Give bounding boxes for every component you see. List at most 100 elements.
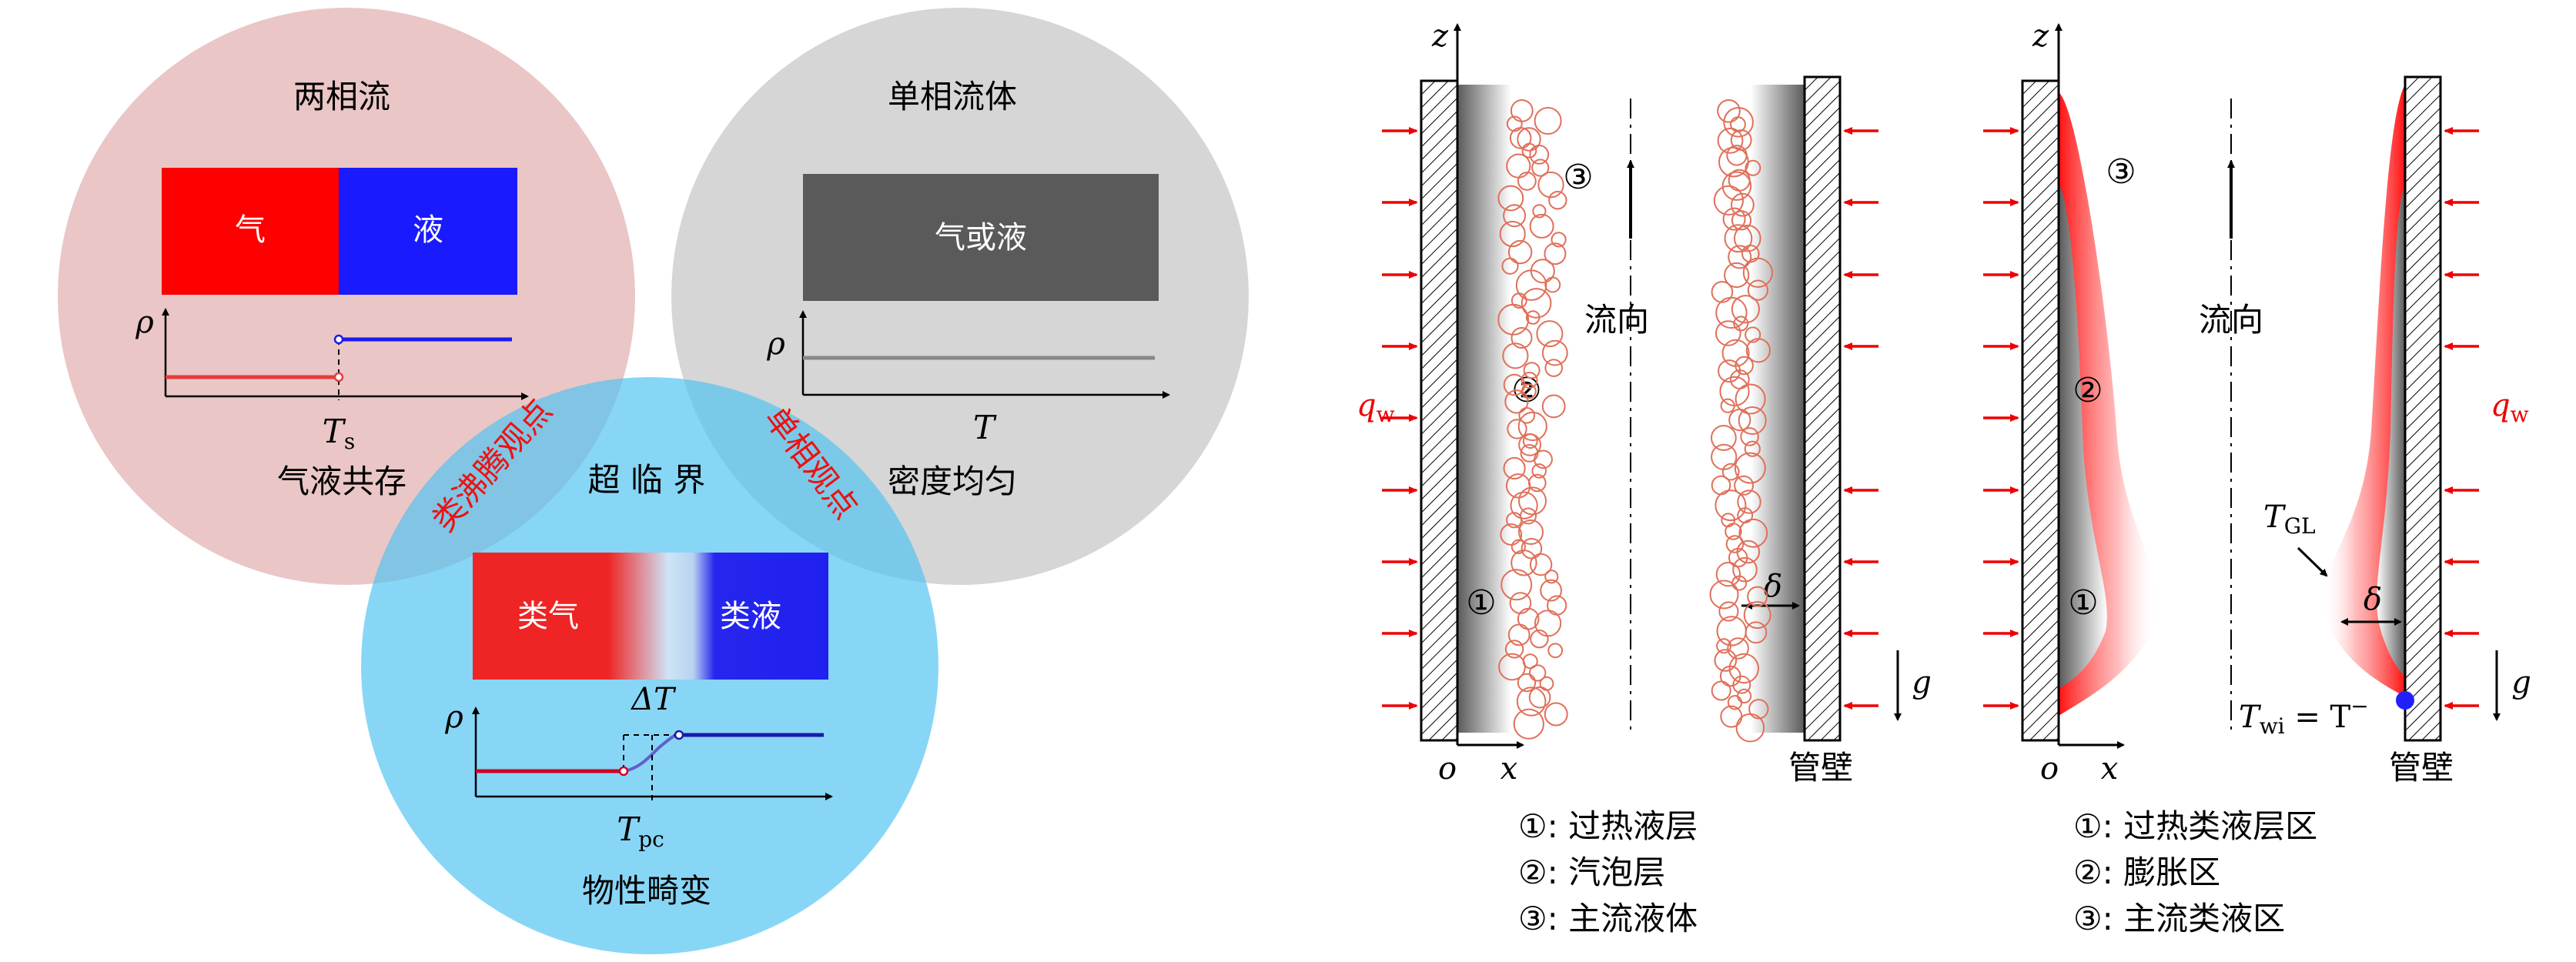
sub-wall-label: 管壁	[1788, 749, 1853, 787]
sc-marker-1: ①	[2068, 583, 2098, 623]
bubble	[1507, 239, 1533, 265]
sc-twi-point	[2396, 691, 2414, 710]
bubble	[1517, 411, 1547, 442]
bubble	[1720, 705, 1743, 728]
bubble	[1728, 245, 1752, 269]
sc-flow-label: 流向	[2199, 301, 2263, 339]
bubble	[1735, 713, 1765, 743]
bubble	[1709, 580, 1739, 610]
sc-heat-flux-label: qw	[2491, 388, 2529, 427]
bubble	[1500, 569, 1533, 601]
bubble	[1507, 623, 1531, 646]
bubble	[1518, 433, 1541, 456]
two-phase-caption: 气液共存	[277, 463, 406, 500]
bubble	[1731, 295, 1760, 324]
gas-block	[162, 168, 339, 295]
bubble	[1510, 292, 1527, 309]
bubble	[1717, 99, 1741, 123]
supercritical-caption: 物性畸变	[582, 872, 711, 910]
bubble	[1744, 440, 1761, 457]
fluid-block	[803, 174, 1159, 301]
sc-marker-3: ③	[2106, 152, 2136, 192]
bubble	[1735, 383, 1766, 415]
single-phase-density-plot: ρ T	[766, 310, 1170, 446]
sc-wall-label: 管壁	[2389, 749, 2454, 787]
bubble	[1711, 475, 1731, 496]
bubble	[1521, 372, 1538, 389]
sub-legend-1: ①: 过热液层	[1518, 807, 1698, 845]
left-gray-layer	[2059, 185, 2107, 689]
bubble	[1722, 207, 1746, 231]
bubble	[1513, 708, 1544, 740]
sub-axis-x: x	[1500, 751, 1518, 787]
bubble	[1742, 257, 1773, 288]
bubble	[1497, 303, 1530, 336]
bubble	[1544, 359, 1563, 377]
bubble	[1520, 507, 1537, 525]
bubble	[1730, 129, 1752, 151]
gas-liquid-like-block	[473, 553, 828, 680]
single-phase-rho: ρ	[766, 326, 785, 362]
bubble	[1726, 145, 1748, 166]
bubble	[1715, 562, 1741, 587]
gas-like-label: 类气	[517, 599, 579, 634]
bubble	[1731, 192, 1755, 217]
bubble	[1534, 610, 1562, 637]
bubble	[1510, 491, 1538, 519]
sc-tgl-label: TGL	[2263, 499, 2316, 539]
bubble	[1745, 621, 1768, 644]
sub-heat-flux-label: qw	[1357, 388, 1395, 427]
bubble	[1544, 702, 1568, 727]
bubble	[1717, 127, 1744, 154]
bubble	[1745, 326, 1761, 343]
bubble	[1530, 259, 1555, 284]
bubble	[1711, 425, 1737, 451]
bubble	[1745, 159, 1761, 176]
bubble	[1547, 643, 1564, 659]
bubble	[1536, 320, 1564, 348]
bubble	[1499, 220, 1526, 248]
bubble	[1503, 204, 1527, 228]
bubble	[1748, 699, 1769, 720]
bubble	[1529, 553, 1553, 576]
bubble	[1509, 592, 1532, 614]
sc-right-wall	[2404, 75, 2442, 742]
bubble	[1541, 394, 1566, 419]
bubble	[1503, 456, 1526, 480]
bubble	[1731, 210, 1752, 231]
bubble	[1528, 686, 1551, 709]
bubble	[1541, 339, 1568, 366]
gas-label: 气	[235, 212, 266, 248]
bubble	[1525, 310, 1541, 325]
bubble	[1510, 539, 1527, 555]
sc-legend-3: ③: 主流类液区	[2073, 900, 2285, 937]
single-phase-title: 单相流体	[888, 78, 1017, 115]
sub-legend: ①: 过热液层 ②: 汽泡层 ③: 主流液体	[1518, 807, 1698, 937]
bubble	[1724, 262, 1750, 289]
supercritical-tick-tpc: Tpc	[617, 810, 664, 852]
bubble	[1532, 204, 1547, 219]
bubble	[1510, 549, 1537, 576]
sc-origin: o	[2040, 751, 2059, 787]
sub-marker-3: ③	[1563, 158, 1593, 197]
sub-heat-flux-arrows	[1382, 127, 1878, 710]
bubble	[1734, 475, 1755, 496]
two-phase-rho: ρ	[135, 305, 154, 340]
sc-left-wall	[2021, 79, 2060, 742]
bubble	[1500, 523, 1523, 546]
bubble	[1517, 127, 1541, 152]
bubble	[1720, 398, 1735, 413]
two-phase-title: 两相流	[293, 78, 390, 115]
bubble	[1509, 127, 1532, 149]
sub-origin: o	[1438, 751, 1457, 787]
bubble	[1718, 601, 1739, 622]
bubble	[1507, 419, 1527, 439]
right-gray-layer	[2377, 185, 2405, 677]
bubble	[1517, 172, 1537, 191]
bubble	[1510, 99, 1534, 122]
sub-bubble-layer	[1497, 99, 1773, 743]
bubble	[1528, 473, 1547, 493]
left-superheated-layer	[1457, 85, 1511, 733]
sc-axis-x: x	[2101, 751, 2119, 787]
bubble	[1727, 637, 1749, 660]
